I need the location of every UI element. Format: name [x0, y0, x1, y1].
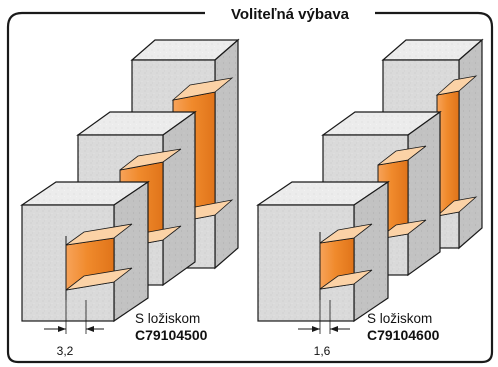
- left-dimension-value: 3,2: [57, 344, 74, 358]
- right-product-code: C79104600: [367, 327, 440, 343]
- frame-border: [6, 11, 494, 364]
- right-cutter-set: 1,6 S ložiskom C79104600: [256, 38, 484, 358]
- frame-title-mask: [224, 5, 356, 24]
- right-dimension-value: 1,6: [314, 344, 331, 358]
- right-bearing-label: S ložiskom: [367, 311, 432, 326]
- frame-title: Voliteľná výbava: [231, 6, 350, 23]
- frame: Voliteľná výbava: [6, 5, 494, 364]
- left-dimension: 3,2: [44, 290, 104, 358]
- right-block-front: [256, 180, 390, 323]
- left-block-front: [20, 180, 150, 323]
- left-bearing-label: S ložiskom: [135, 311, 200, 326]
- left-cutter-set: 3,2 S ložiskom C79104500: [20, 38, 240, 358]
- right-dimension: 1,6: [298, 292, 350, 358]
- left-product-code: C79104500: [135, 327, 208, 343]
